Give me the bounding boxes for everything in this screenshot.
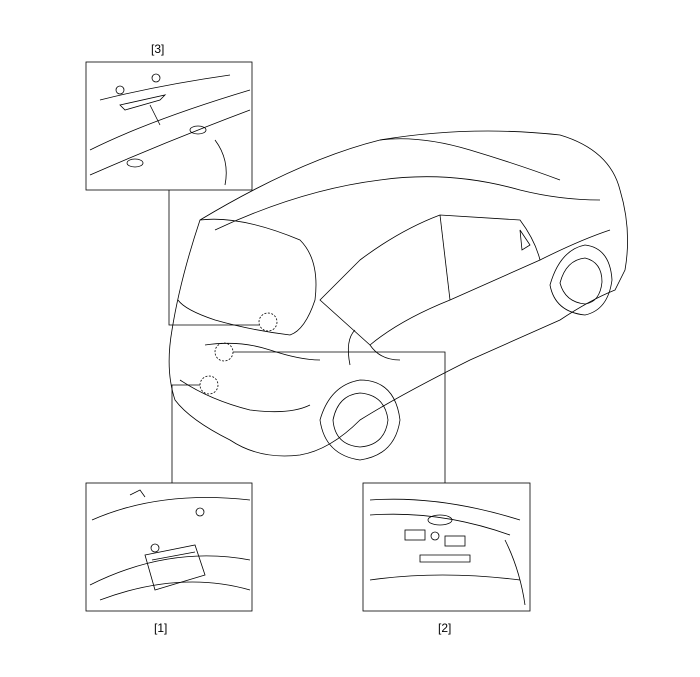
detail-box-2 [362,482,531,612]
detail-circle-2 [214,342,234,362]
detail-circle-1 [199,375,219,395]
car-outline [168,130,628,461]
callout-label-2: [2] [438,621,452,635]
detail-box-1 [85,482,253,612]
leader-line-3 [168,190,259,326]
leader-line-1 [171,384,200,483]
leader-line-2 [233,351,446,483]
callout-label-3: [3] [151,42,165,56]
detail-box-3 [85,61,253,191]
callout-label-1: [1] [154,621,168,635]
detail-circle-3 [258,312,278,332]
